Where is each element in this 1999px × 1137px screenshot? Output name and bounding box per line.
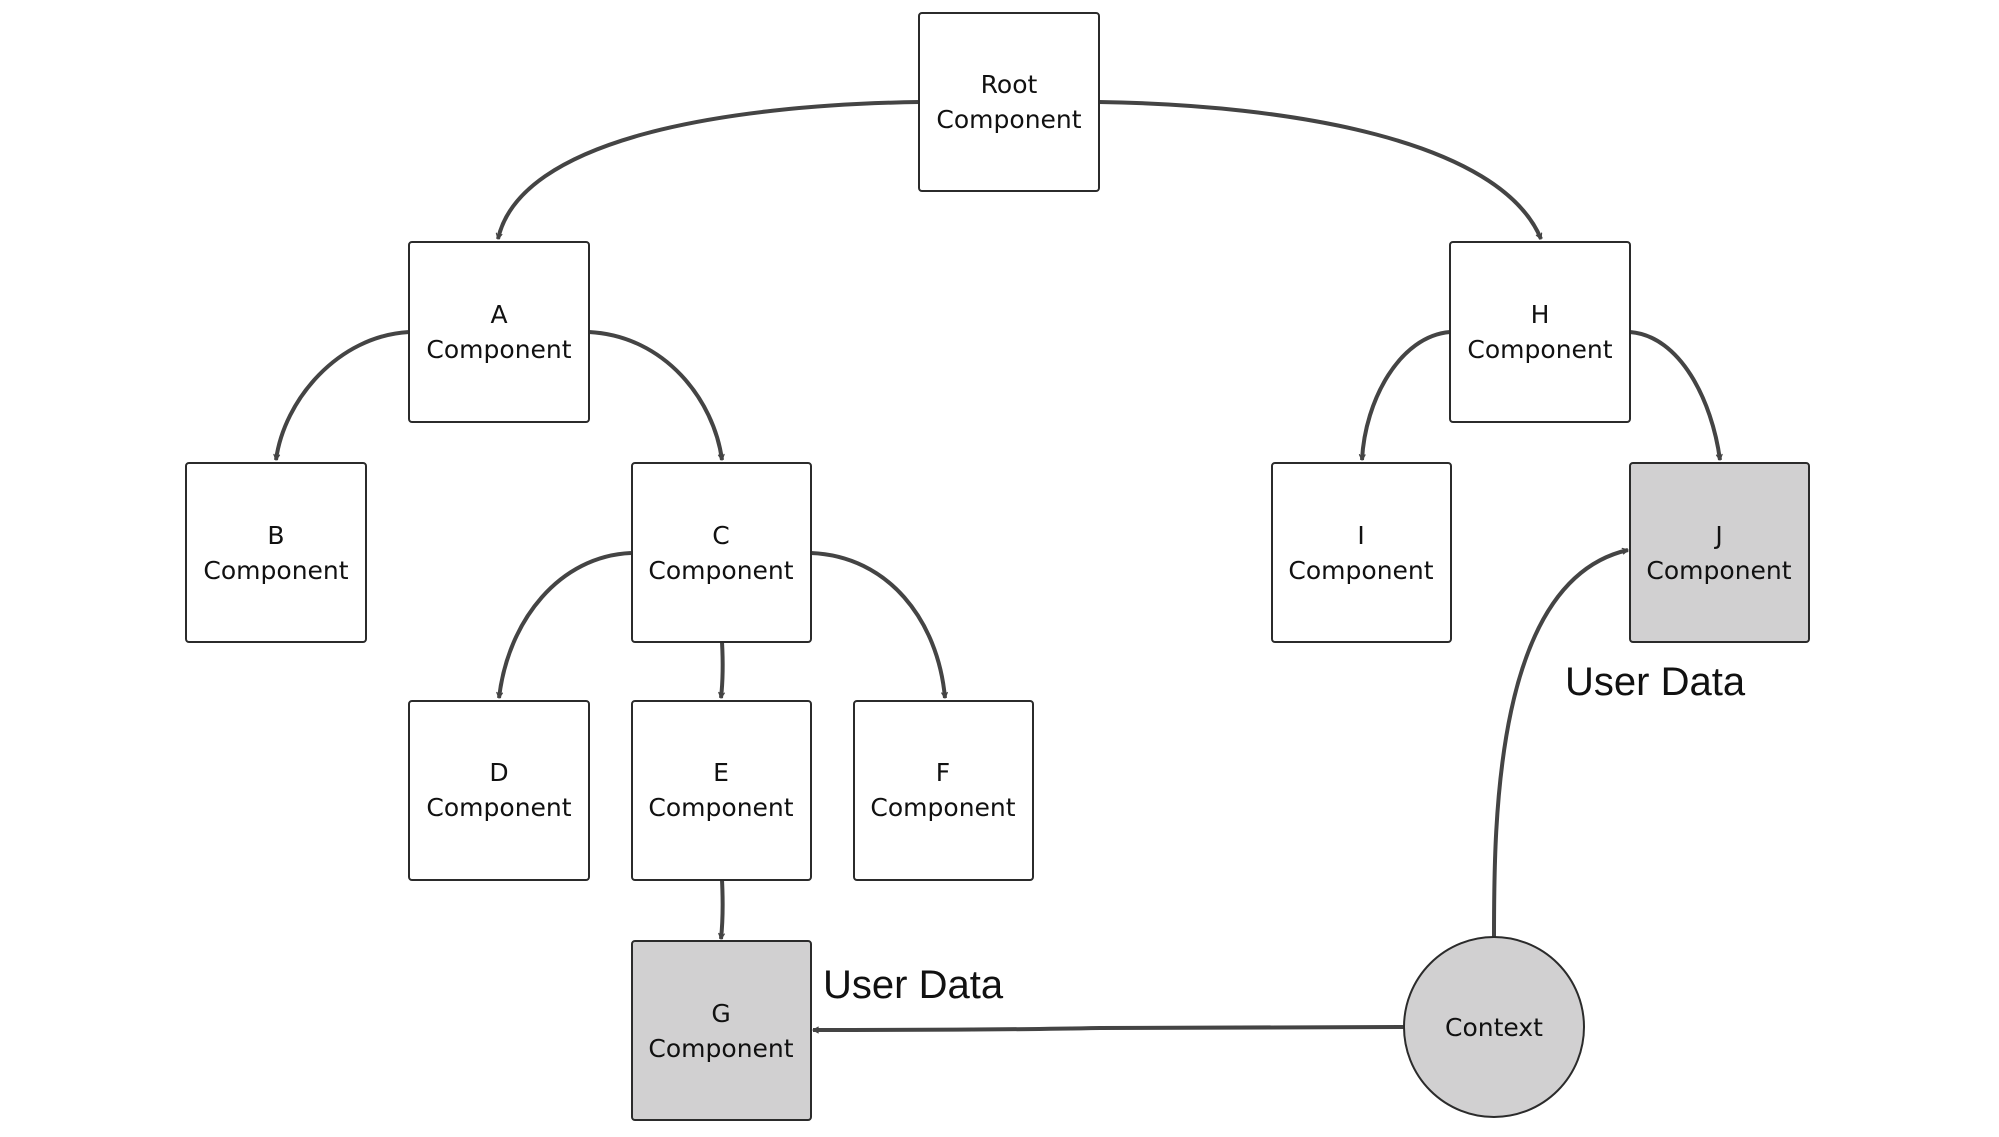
node-b: B Component [185,462,367,643]
node-j-box [1629,462,1810,643]
node-a: A Component [408,241,590,423]
node-d: D Component [408,700,590,881]
node-c-line1: C [712,521,729,550]
node-c-box [631,462,812,643]
node-b-line2: Component [203,556,348,585]
node-i: I Component [1271,462,1452,643]
edge-e-to-g [718,879,725,940]
node-j-line2: Component [1646,556,1791,585]
node-e-line1: E [713,758,729,787]
edge-a-to-c [588,330,725,461]
node-a-line2: Component [426,335,571,364]
node-i-line1: I [1357,521,1364,550]
node-g-line1: G [711,999,730,1028]
node-f-line1: F [936,758,950,787]
edges [273,100,1723,1034]
edge-h-to-i [1358,330,1451,461]
context-circle [1403,936,1585,1118]
node-e-box [631,700,812,881]
user-data-label-j: User Data [1565,660,1746,704]
node-i-line2: Component [1288,556,1433,585]
node-root-line2: Component [936,105,1081,134]
node-context: Context [1403,936,1585,1118]
user-data-label-g: User Data [823,963,1004,1007]
node-h-line2: Component [1467,335,1612,364]
node-f: F Component [853,700,1034,881]
node-b-line1: B [267,521,284,550]
node-j-line1: J [1713,521,1722,550]
node-e-line2: Component [648,793,793,822]
edge-root-to-a [495,100,920,240]
edge-c-to-f [810,551,948,699]
node-a-box [408,241,590,423]
node-d-line2: Component [426,793,571,822]
edge-root-to-h [1098,100,1543,240]
node-c-line2: Component [648,556,793,585]
context-label: Context [1445,1013,1543,1042]
node-f-line2: Component [870,793,1015,822]
node-root-box [918,12,1100,192]
node-root-line1: Root [981,70,1038,99]
node-f-box [853,700,1034,881]
edge-c-to-d [496,551,632,699]
node-j: J Component [1629,462,1810,643]
node-c: C Component [631,462,812,643]
edge-c-to-e [718,641,725,699]
node-g: G Component [631,940,812,1121]
node-a-line1: A [490,300,507,329]
node-h-box [1449,241,1631,423]
node-d-line1: D [489,758,508,787]
edge-context-to-j [1492,547,1629,938]
node-e: E Component [631,700,812,881]
node-i-box [1271,462,1452,643]
node-h: H Component [1449,241,1631,423]
edge-h-to-j [1629,330,1723,461]
node-root: Root Component [918,12,1100,192]
node-g-box [631,940,812,1121]
edge-context-to-g [812,1025,1405,1034]
node-h-line1: H [1531,300,1550,329]
node-b-box [185,462,367,643]
node-g-line2: Component [648,1034,793,1063]
node-d-box [408,700,590,881]
edge-a-to-b [273,330,410,461]
